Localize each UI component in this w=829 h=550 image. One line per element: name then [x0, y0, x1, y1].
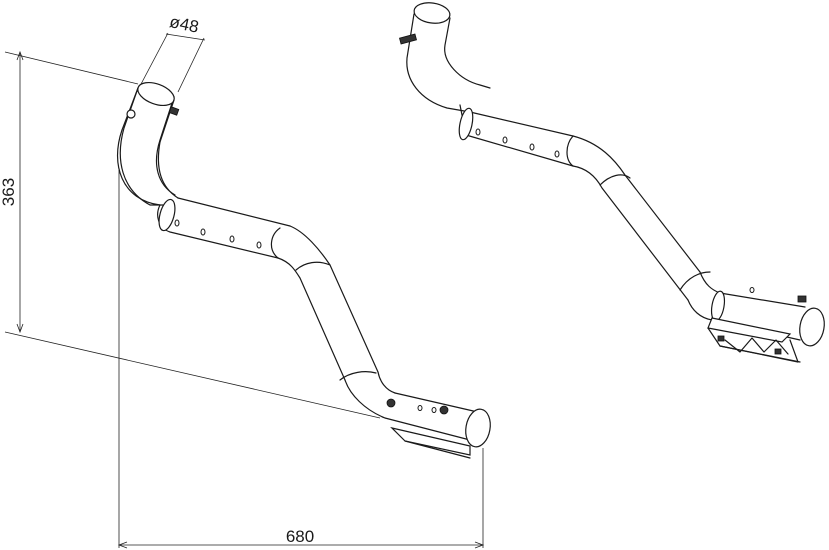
diameter-dimension: ø48	[139, 12, 206, 93]
left-pipe-assembly: 363 680 ø48	[0, 12, 491, 549]
height-label: 363	[0, 178, 18, 206]
right-pipe-top-end	[413, 2, 451, 24]
height-dimension: 363	[0, 50, 381, 419]
right-hole-4	[554, 150, 560, 158]
left-top-bolt	[126, 109, 136, 119]
right-pipe-assembly	[399, 2, 825, 363]
left-hole-2	[200, 228, 206, 236]
width-label: 680	[286, 527, 314, 546]
left-hole-3	[229, 235, 235, 243]
diameter-label: ø48	[168, 12, 201, 37]
right-hole-1	[475, 128, 481, 136]
left-hole-1	[174, 219, 180, 227]
right-hole-3	[529, 143, 535, 151]
right-top-bolt	[399, 33, 417, 45]
left-hole-4	[256, 241, 262, 249]
left-bracket-plate	[390, 426, 471, 456]
right-pipe-bottom-end	[799, 307, 825, 347]
left-pipe-bottom-end	[465, 408, 491, 448]
right-bracket-plate	[707, 317, 792, 343]
right-hole-2	[502, 136, 508, 144]
left-pipe-outline-upper	[119, 87, 164, 206]
width-dimension: 680	[117, 170, 485, 549]
